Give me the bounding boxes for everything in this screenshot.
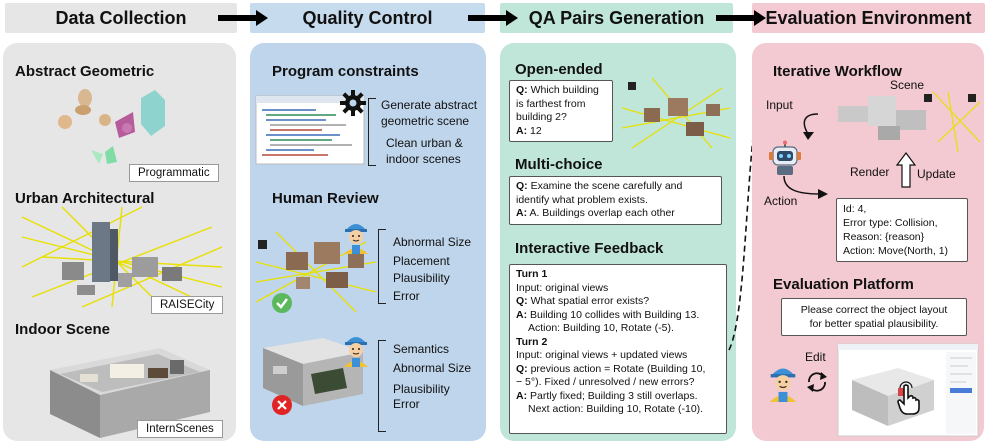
scene-image (838, 91, 981, 153)
review2-item-3: Plausibility (393, 382, 450, 396)
open-question: Q: Which building is farthest from build… (516, 84, 599, 123)
internscenes-tag: InternScenes (137, 420, 223, 438)
iterative-workflow-title: Iterative Workflow (773, 63, 902, 80)
turn1-question: Q: What spatial error exists? (516, 295, 650, 307)
turn1-label: Turn 1 (516, 268, 548, 280)
header-label: Quality Control (302, 7, 433, 28)
urban-city-image (21, 206, 223, 308)
turn2-answer: A: Partly fixed; Building 3 still overla… (516, 389, 698, 402)
urban-review-image (255, 231, 377, 313)
update-arrow (895, 152, 917, 188)
turn2-question: Q: previous action = Rotate (Building 10… (516, 362, 706, 375)
multi-choice-title: Multi-choice (515, 156, 603, 173)
bracket (378, 340, 386, 432)
header-quality-control: Quality Control (250, 3, 485, 33)
multi-question: Q: Examine the scene carefully and ident… (516, 180, 683, 206)
user-avatar-icon (769, 368, 797, 402)
turn2-next-action: Next action: Building 10, Rotate (-10). (528, 403, 704, 415)
multi-choice-box: Q: Examine the scene carefully and ident… (509, 176, 722, 225)
turn1-input: Input: original views (516, 281, 609, 294)
review2-item-1: Semantics (393, 342, 450, 356)
header-label: Evaluation Environment (765, 7, 972, 28)
flow-arrow (218, 10, 268, 26)
refresh-icon (807, 372, 827, 392)
pointer-hand-icon (897, 381, 920, 415)
generate-text-line2: geometric scene (381, 114, 470, 128)
turn1-answer: A: Building 10 collides with Building 13… (516, 308, 700, 321)
multi-answer: A: A. Buildings overlap each other (516, 207, 675, 219)
bracket (378, 229, 386, 304)
input-label: Input (766, 98, 793, 112)
header-evaluation-env: Evaluation Environment (752, 3, 985, 33)
urban-architectural-title: Urban Architectural (15, 190, 155, 207)
abstract-geometric-title: Abstract Geometric (15, 63, 155, 80)
robot-icon (769, 140, 801, 175)
generate-text-line1: Generate abstract (381, 98, 478, 112)
error-x-icon (272, 395, 292, 415)
review1-item-1: Abnormal Size (393, 235, 472, 249)
review2-item-4: Error (393, 397, 420, 411)
update-label: Update (917, 167, 956, 181)
flow-arrow (716, 10, 766, 26)
input-arrow (803, 113, 819, 140)
program-constraints-title: Program constraints (272, 63, 419, 80)
raisecity-tag: RAISECity (151, 296, 224, 314)
action-arrow (783, 175, 828, 199)
scene-label: Scene (890, 78, 925, 92)
review1-item-2: Placement (393, 254, 450, 268)
header-label: Data Collection (55, 7, 187, 28)
info-line-1: Id: 4, (843, 203, 867, 215)
platform-message-line2: for better spatial plausibility. (809, 318, 939, 330)
info-line-4: Action: Move(North, 1) (843, 245, 949, 257)
action-info-box: Id: 4, Error type: Collision, Reason: {r… (836, 198, 968, 262)
turn2-input: Input: original views + updated views (516, 349, 688, 361)
flow-arrow (468, 10, 518, 26)
action-label: Action (764, 194, 798, 208)
interactive-feedback-title: Interactive Feedback (515, 240, 664, 257)
header-label: QA Pairs Generation (528, 7, 705, 28)
open-answer: A: 12 (516, 124, 542, 137)
evaluation-platform-title: Evaluation Platform (773, 276, 914, 293)
interactive-feedback-box: Turn 1 Input: original views Q: What spa… (509, 264, 727, 434)
check-icon (272, 293, 292, 313)
edit-label: Edit (805, 350, 826, 364)
platform-message-box: Please correct the object layout for bet… (781, 298, 967, 336)
turn2-question-cont: − 5°). Fixed / unresolved / new errors? (516, 376, 695, 388)
platform-message-line1: Please correct the object layout (800, 304, 948, 316)
open-ended-scene-image (621, 77, 731, 149)
review1-item-3: Plausibility (393, 271, 450, 285)
render-label: Render (850, 165, 890, 179)
header-data-collection: Data Collection (5, 3, 237, 33)
human-review-title: Human Review (272, 190, 379, 207)
header-qa-generation: QA Pairs Generation (500, 3, 733, 33)
reviewer-avatar-icon (344, 337, 368, 367)
clean-text-line2: indoor scenes (386, 152, 461, 166)
abstract-shapes-image (58, 89, 165, 164)
review1-item-4: Error (393, 289, 420, 303)
turn1-action: Action: Building 10, Rotate (-5). (528, 322, 674, 334)
open-ended-title: Open-ended (515, 61, 603, 78)
review2-item-2: Abnormal Size (393, 361, 472, 375)
open-ended-box: Q: Which building is farthest from build… (509, 80, 613, 142)
programmatic-tag: Programmatic (129, 164, 219, 182)
gear-icon (340, 90, 366, 116)
reviewer-avatar-icon (344, 224, 368, 254)
info-line-3: Reason: {reason} (843, 231, 925, 243)
info-line-2: Error type: Collision, (843, 217, 938, 229)
indoor-scene-title: Indoor Scene (15, 321, 111, 338)
bracket (368, 98, 376, 166)
turn2-label: Turn 2 (516, 335, 548, 348)
indoor-scene-image (50, 348, 210, 438)
clean-text-line1: Clean urban & (386, 136, 463, 150)
